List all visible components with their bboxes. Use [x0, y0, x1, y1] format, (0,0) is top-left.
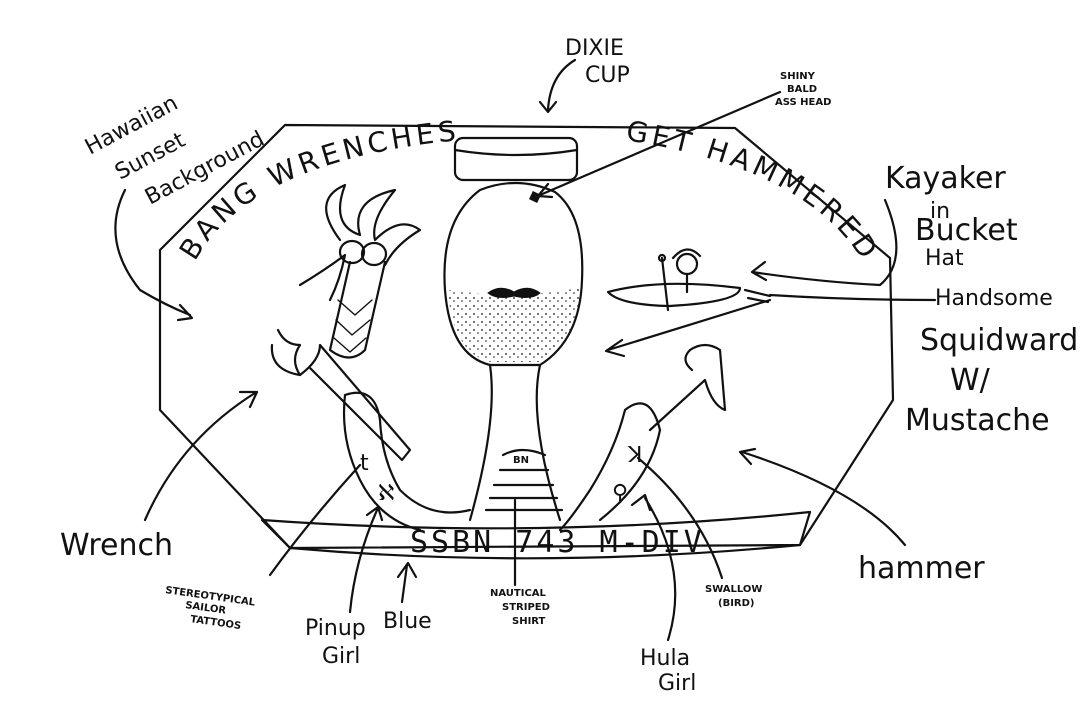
left-forearm	[342, 391, 472, 532]
svg-text:STRIPED: STRIPED	[502, 602, 550, 613]
right-arc-text: GET HAMMERED	[624, 114, 886, 267]
left-arc-text: BANG WRENCHES	[173, 114, 462, 266]
svg-text:Bucket: Bucket	[915, 213, 1018, 248]
note-nautical: NAUTICAL STRIPED SHIRT	[490, 498, 550, 627]
left-arm-wrench: t ℵ	[270, 328, 472, 532]
bottom-banner	[260, 510, 812, 560]
note-shiny-bald: SHINY BALD ASS HEAD	[536, 71, 831, 199]
svg-text:Pinup: Pinup	[305, 616, 366, 641]
note-dixie-cup: DIXIE CUP	[538, 36, 630, 114]
right-forearm	[558, 402, 662, 532]
note-squidward: Handsome Squidward W/ Mustache	[604, 286, 1078, 438]
bucket-hat	[671, 248, 702, 260]
svg-text:t: t	[360, 451, 369, 476]
svg-text:BN: BN	[513, 455, 529, 466]
svg-text:Wrench: Wrench	[60, 528, 173, 563]
svg-text:BALD: BALD	[787, 84, 817, 95]
svg-text:Blue: Blue	[383, 609, 432, 634]
svg-text:hammer: hammer	[858, 551, 985, 586]
note-hammer: hammer	[738, 447, 985, 586]
svg-text:Mustache: Mustache	[905, 403, 1050, 438]
note-pinup: Pinup Girl	[305, 505, 384, 669]
svg-text:DIXIE: DIXIE	[565, 36, 624, 61]
svg-text:TATTOOS: TATTOOS	[190, 614, 242, 632]
svg-text:⚲: ⚲	[612, 481, 628, 506]
note-swallow: SWALLOW (BIRD)	[636, 456, 762, 609]
svg-text:(BIRD): (BIRD)	[718, 598, 754, 609]
note-wrench: Wrench	[60, 390, 259, 563]
note-kayaker: Kayaker in Bucket Hat	[750, 161, 1018, 287]
svg-text:W/: W/	[950, 363, 991, 398]
svg-text:ꓘ: ꓘ	[627, 443, 642, 468]
kayaker-head	[675, 252, 699, 276]
svg-text:SWALLOW: SWALLOW	[705, 584, 762, 595]
squidward-head	[443, 181, 584, 367]
stubble	[448, 288, 580, 362]
svg-text:Kayaker: Kayaker	[885, 161, 1006, 196]
svg-text:Hula: Hula	[640, 646, 690, 671]
svg-text:Hat: Hat	[925, 246, 964, 271]
svg-text:NAUTICAL: NAUTICAL	[490, 588, 547, 599]
striped-shirt	[484, 468, 564, 512]
sunglasses-icon	[338, 239, 366, 265]
right-arm-hammer: ꓘ ⚲	[558, 343, 727, 532]
note-blue: Blue	[383, 561, 432, 634]
svg-text:Girl: Girl	[658, 671, 696, 696]
svg-text:in: in	[930, 199, 950, 224]
dixie-cup-hat	[453, 136, 579, 182]
svg-text:Squidward: Squidward	[920, 323, 1078, 358]
svg-text:SHINY: SHINY	[780, 71, 816, 82]
kayak	[606, 282, 742, 308]
banner-text: SSBN 743 M-DIV	[410, 525, 705, 560]
palm-tree	[298, 183, 422, 359]
note-hula: Hula Girl	[630, 493, 696, 696]
kayaker	[606, 248, 742, 312]
svg-text:Handsome: Handsome	[935, 286, 1053, 311]
squidward: BN	[443, 136, 584, 522]
svg-text:SHIRT: SHIRT	[512, 616, 546, 627]
svg-text:ℵ: ℵ	[378, 481, 394, 506]
svg-text:ASS HEAD: ASS HEAD	[775, 97, 831, 108]
svg-text:CUP: CUP	[585, 63, 630, 88]
svg-text:Girl: Girl	[322, 644, 360, 669]
mustache	[487, 287, 541, 298]
